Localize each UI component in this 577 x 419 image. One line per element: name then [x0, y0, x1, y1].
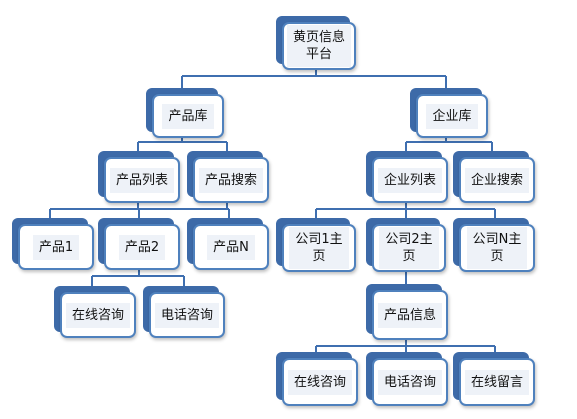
node-label: 公司N主 页 [466, 227, 528, 269]
node-label: 产品列表 [109, 167, 174, 193]
node-label: 产品库 [162, 103, 214, 129]
node-label: 产品2 [118, 234, 166, 260]
node-company-1: 公司1主 页 [276, 218, 356, 272]
node-phone-consult-2: 电话咨询 [366, 352, 448, 406]
node-product-lib: 产品库 [146, 88, 224, 138]
node-product-info: 产品信息 [366, 284, 448, 340]
node-label: 产品1 [32, 234, 80, 260]
node-label: 公司2主 页 [379, 227, 439, 269]
node-phone-consult-1: 电话咨询 [143, 286, 225, 338]
node-label: 企业库 [426, 103, 478, 129]
node-label: 公司1主 页 [289, 227, 349, 269]
node-product-1: 产品1 [12, 218, 94, 270]
node-product-search: 产品搜索 [187, 151, 269, 203]
node-product-2: 产品2 [98, 218, 180, 270]
node-label: 电话咨询 [377, 369, 442, 395]
node-product-n: 产品N [187, 218, 269, 270]
node-company-2: 公司2主 页 [366, 218, 446, 272]
node-product-list: 产品列表 [98, 151, 180, 203]
node-online-consult-1: 在线咨询 [54, 286, 136, 338]
node-online-message: 在线留言 [453, 352, 535, 406]
node-label: 产品信息 [377, 302, 442, 328]
node-label: 企业搜索 [464, 167, 529, 193]
node-label: 电话咨询 [154, 302, 219, 328]
node-label: 产品搜索 [198, 167, 263, 193]
node-label: 在线咨询 [287, 369, 352, 395]
node-online-consult-2: 在线咨询 [276, 352, 358, 406]
node-company-search: 企业搜索 [453, 151, 535, 203]
node-company-list: 企业列表 [366, 151, 448, 203]
node-company-lib: 企业库 [410, 88, 488, 138]
node-root: 黄页信息 平台 [276, 16, 356, 70]
node-label: 企业列表 [377, 167, 442, 193]
node-label: 黄页信息 平台 [286, 25, 351, 67]
node-label: 产品N [207, 234, 255, 260]
node-label: 在线咨询 [65, 302, 130, 328]
node-company-n: 公司N主 页 [453, 218, 535, 272]
node-label: 在线留言 [464, 369, 529, 395]
